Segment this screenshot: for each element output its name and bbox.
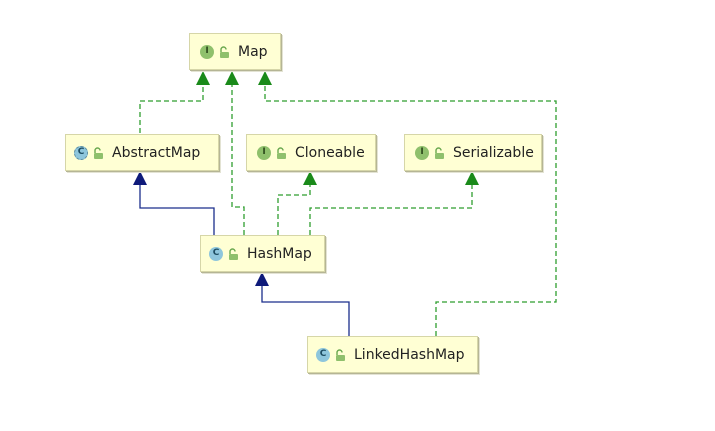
edge-hashmap-implements-map — [231, 84, 245, 235]
class-icon: C — [209, 246, 223, 261]
node-label: HashMap — [247, 245, 312, 262]
arrowhead-abstractmap — [133, 171, 147, 185]
arrowhead-serializable — [465, 171, 479, 185]
node-abstractmap[interactable]: C AbstractMap — [65, 134, 219, 171]
node-serializable[interactable]: I Serializable — [404, 134, 542, 171]
node-hashmap[interactable]: C HashMap — [200, 235, 325, 272]
edge-linkedhashmap-extends-hashmap — [261, 285, 350, 336]
node-label: AbstractMap — [112, 144, 201, 161]
unlocked-padlock-icon — [435, 146, 444, 159]
edge-abstractmap-implements-map — [139, 84, 204, 133]
interface-icon: I — [415, 145, 429, 160]
arrowhead-map-1 — [196, 71, 210, 85]
abstract-class-icon: C — [74, 145, 88, 160]
unlocked-padlock-icon — [220, 45, 229, 58]
edge-linkedhashmap-implements-map — [264, 84, 557, 336]
interface-icon: I — [200, 44, 214, 59]
unlocked-padlock-icon — [94, 146, 103, 159]
edge-hashmap-extends-abstractmap — [139, 184, 215, 235]
arrowhead-hashmap — [255, 272, 269, 286]
interface-icon: I — [257, 145, 271, 160]
node-linkedhashmap[interactable]: C LinkedHashMap — [307, 336, 478, 373]
edge-hashmap-implements-serializable — [309, 184, 473, 235]
class-icon: C — [316, 347, 330, 362]
node-cloneable[interactable]: I Cloneable — [246, 134, 376, 171]
arrowhead-map-3 — [258, 71, 272, 85]
arrowhead-map-2 — [225, 71, 239, 85]
node-label: Serializable — [453, 144, 534, 161]
unlocked-padlock-icon — [229, 247, 238, 260]
node-label: LinkedHashMap — [354, 346, 465, 363]
unlocked-padlock-icon — [336, 348, 345, 361]
arrowhead-cloneable — [303, 171, 317, 185]
node-map[interactable]: I Map — [189, 33, 281, 70]
node-label: Cloneable — [295, 144, 365, 161]
edge-hashmap-implements-cloneable — [277, 184, 311, 235]
unlocked-padlock-icon — [277, 146, 286, 159]
node-label: Map — [238, 43, 268, 60]
